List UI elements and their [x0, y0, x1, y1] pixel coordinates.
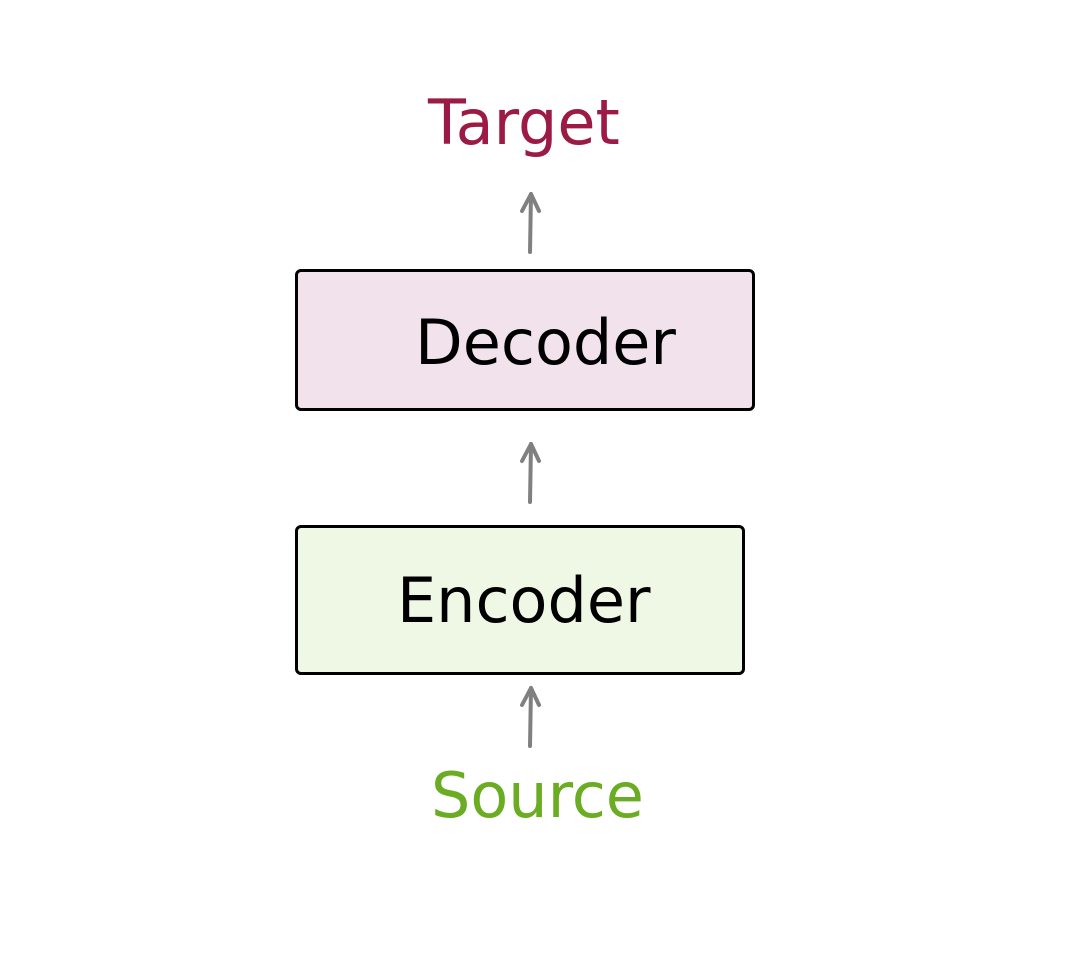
decoder-box: Decoder — [295, 269, 755, 411]
encoder-box: Encoder — [295, 525, 745, 675]
arrow-source-to-encoder — [520, 686, 541, 748]
target-label: Target — [428, 86, 620, 159]
arrow-encoder-to-decoder — [520, 442, 541, 504]
source-label: Source — [431, 759, 644, 832]
encoder-label: Encoder — [397, 564, 651, 637]
arrow-decoder-to-target — [520, 192, 541, 254]
decoder-label: Decoder — [415, 306, 676, 379]
